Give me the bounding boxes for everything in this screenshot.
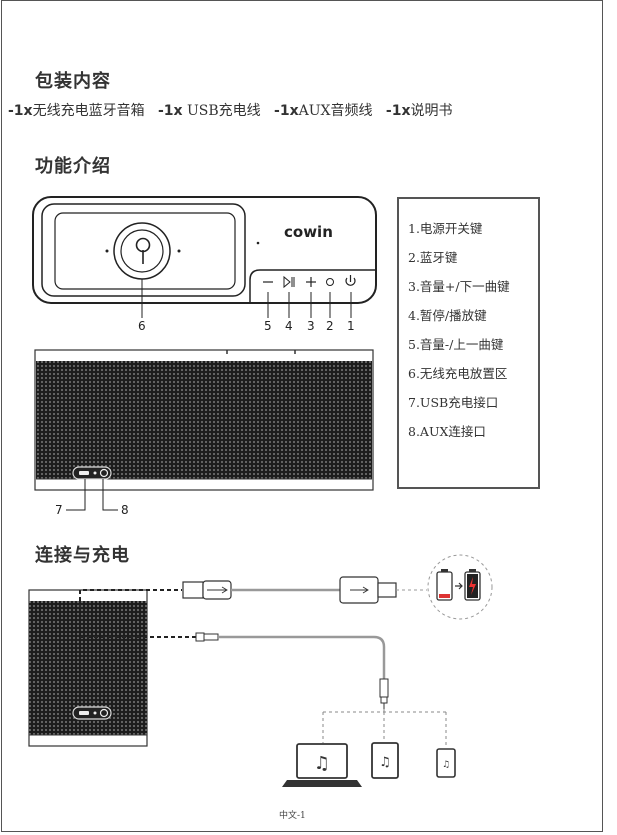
control-strip xyxy=(249,269,376,303)
package-item-4: 说明书 xyxy=(410,103,453,119)
function-legend: 1.电源开关键 2.蓝牙键 3.音量+/下一曲键 4.暂停/播放键 5.音量-/… xyxy=(397,197,540,489)
legend-item-1: 1.电源开关键 xyxy=(408,221,483,236)
aux-port-icon xyxy=(99,468,109,478)
aux-plug-right xyxy=(379,678,389,698)
page-frame xyxy=(1,0,603,832)
connect-heading: 连接与充电 xyxy=(35,545,130,566)
legend-item-2: 2.蓝牙键 xyxy=(408,250,458,265)
music-note-icon: ♫ xyxy=(314,753,330,774)
callout-3: 3 xyxy=(307,319,315,333)
package-item-3: AUX音频线 xyxy=(298,103,373,119)
package-item-2-prefix: -1x xyxy=(157,103,183,119)
charging-panel-inner xyxy=(54,212,236,290)
callout-4: 4 xyxy=(285,319,293,333)
laptop-icon xyxy=(296,743,348,779)
page-number: 中文-1 xyxy=(279,811,306,821)
package-heading: 包装内容 xyxy=(35,71,111,92)
power-icon xyxy=(345,277,356,286)
legend-item-3: 3.音量+/下一曲键 xyxy=(408,279,510,294)
callout-5: 5 xyxy=(264,319,272,333)
charging-panel-outer xyxy=(41,203,246,297)
package-item-3-prefix: -1x xyxy=(274,103,299,119)
svg-text:♫: ♫ xyxy=(379,755,391,770)
aux-cable xyxy=(218,635,386,679)
features-heading: 功能介绍 xyxy=(35,156,111,177)
cowin-logo: cowin xyxy=(284,223,333,241)
callout-1: 1 xyxy=(347,319,355,333)
speaker-top-body xyxy=(32,196,377,304)
legend-item-8: 8.AUX连接口 xyxy=(408,424,486,439)
aux-plug-left xyxy=(195,632,205,642)
legend-item-6: 6.无线充电放置区 xyxy=(408,366,508,381)
play-pause-icon xyxy=(283,275,291,289)
svg-text:♫: ♫ xyxy=(442,760,450,770)
package-item-2: USB充电线 xyxy=(182,103,261,119)
callout-7: 7 xyxy=(55,503,63,517)
usb-symbol-icon xyxy=(207,586,228,594)
usb-port-icon xyxy=(79,471,89,475)
speaker-grille xyxy=(36,361,372,479)
package-item-4-prefix: -1x xyxy=(385,103,411,119)
callout-2: 2 xyxy=(326,319,334,333)
callout-6: 6 xyxy=(138,319,146,333)
bluetooth-icon xyxy=(326,278,334,286)
package-item-1-prefix: -1x xyxy=(8,103,33,119)
package-item-1: 无线充电蓝牙音箱 xyxy=(32,103,145,119)
legend-item-5: 5.音量-/上一曲键 xyxy=(408,337,504,352)
tablet-icon xyxy=(371,742,399,779)
callout-8: 8 xyxy=(121,503,129,517)
usb-plug-small xyxy=(182,581,204,599)
legend-item-7: 7.USB充电接口 xyxy=(408,395,499,410)
phone-icon xyxy=(436,748,456,778)
package-contents: -1x无线充电蓝牙音箱 -1x USB充电线 -1xAUX音频线 -1x说明书 xyxy=(8,100,452,120)
legend-item-4: 4.暂停/播放键 xyxy=(408,308,487,323)
